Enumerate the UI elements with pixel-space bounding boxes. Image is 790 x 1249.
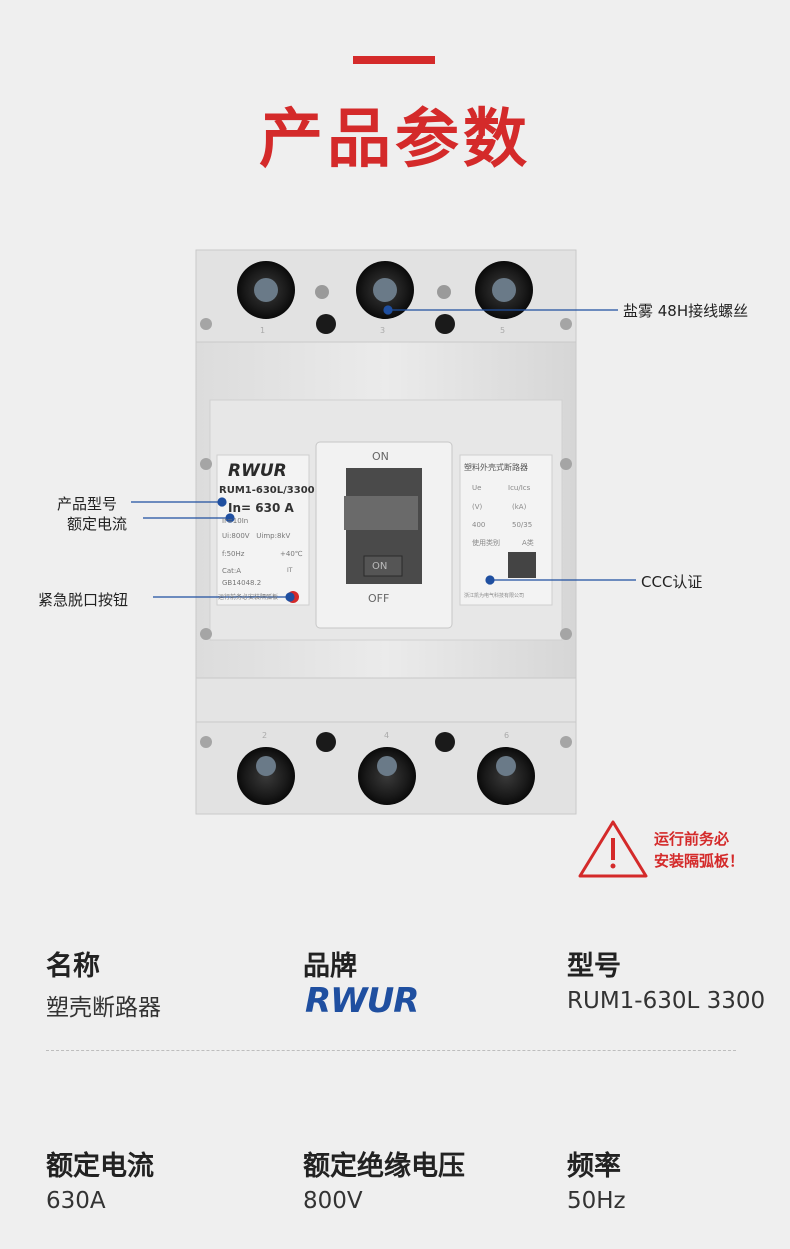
- divider: [46, 1050, 736, 1051]
- plate-ir: Ir=10In: [222, 517, 249, 525]
- callout-salt-spray: 盐雾 48H接线螺丝: [623, 302, 749, 320]
- right-label-company: 浙江凯为电气科技有限公司: [464, 593, 525, 599]
- page-title: 产品参数: [259, 103, 531, 177]
- plate-cat: Cat:A: [222, 567, 242, 575]
- spec-value-model: RUM1-630L 3300: [567, 988, 766, 1014]
- spec-value-name: 塑壳断路器: [46, 995, 161, 1021]
- terminal-5: 5: [500, 326, 506, 335]
- plate-current: In= 630 A: [228, 501, 294, 515]
- top-terminals: [200, 261, 572, 334]
- plate-it: IT: [287, 567, 293, 574]
- terminal-2: 2: [262, 731, 268, 740]
- right-label-title: 塑料外壳式断路器: [464, 463, 528, 472]
- terminal-6: 6: [504, 731, 510, 740]
- right-label-use: 使用类别: [472, 539, 500, 547]
- spec-label-frequency: 频率: [567, 1151, 621, 1182]
- callout-ccc: CCC认证: [641, 573, 703, 591]
- right-label-ka: (kA): [512, 503, 527, 511]
- spec-label-brand: 品牌: [303, 951, 357, 982]
- switch-handle-on: ON: [372, 561, 388, 572]
- plate-logo: RWUR: [228, 461, 287, 481]
- plate-ui: Ui:800V Uimp:8kV: [222, 532, 291, 540]
- right-label-400: 400: [472, 521, 486, 529]
- brand-logo: RWUR: [305, 981, 419, 1021]
- switch-off-label: OFF: [368, 592, 390, 605]
- plate-temp: +40℃: [280, 550, 303, 558]
- plate-freq: f:50Hz: [222, 550, 245, 558]
- terminal-1: 1: [260, 326, 266, 335]
- callout-model: 产品型号: [57, 495, 118, 513]
- warning-line1: 运行前务必: [654, 830, 730, 848]
- right-label-a: A类: [522, 539, 534, 547]
- switch-on-label: ON: [372, 450, 389, 463]
- spec-label-rated-current: 额定电流: [46, 1151, 154, 1182]
- bottom-terminals: [200, 732, 572, 805]
- right-label-icu: Icu/Ics: [508, 484, 531, 492]
- spec-label-model: 型号: [567, 951, 621, 982]
- callout-emergency-trip: 紧急脱口按钮: [38, 591, 129, 609]
- plate-gb: GB14048.2: [222, 579, 262, 587]
- plate-model: RUM1-630L/3300: [219, 485, 315, 496]
- spec-label-name: 名称: [46, 951, 100, 982]
- spec-value-rated-current: 630A: [46, 1188, 106, 1214]
- right-label-v: (V): [472, 503, 483, 511]
- right-label-5035: 50/35: [512, 521, 533, 529]
- spec-label-insulation-voltage: 额定绝缘电压: [303, 1151, 465, 1182]
- warning-triangle-icon: [578, 820, 648, 878]
- right-label-ue: Ue: [472, 484, 482, 492]
- spec-value-frequency: 50Hz: [567, 1188, 626, 1214]
- callout-rated-current: 额定电流: [67, 515, 128, 533]
- title-accent-bar: [353, 56, 435, 64]
- warning-line2: 安装隔弧板！: [654, 852, 745, 870]
- terminal-4: 4: [384, 731, 390, 740]
- spec-value-insulation-voltage: 800V: [303, 1188, 363, 1214]
- plate-warning: 运行前务必安装隔弧板: [218, 594, 279, 601]
- terminal-3: 3: [380, 326, 386, 335]
